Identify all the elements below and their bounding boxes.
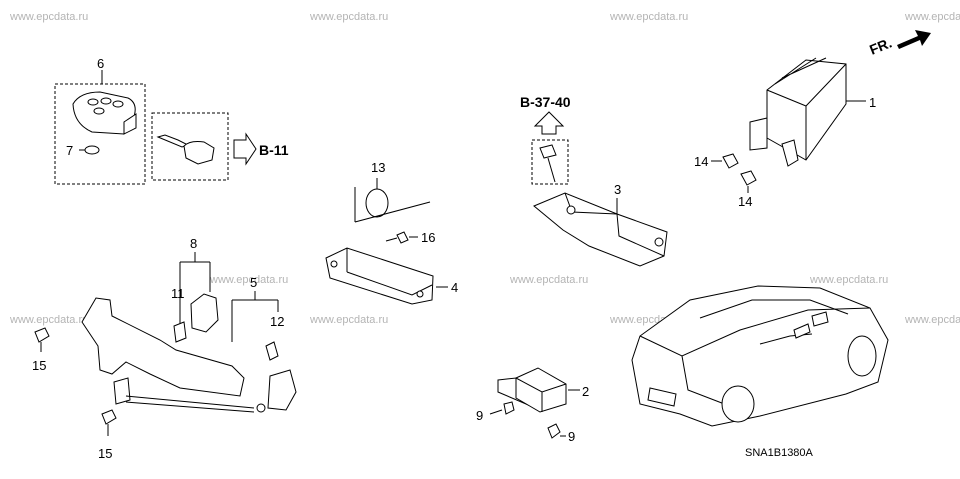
screw-9a — [503, 401, 515, 415]
ref-b3740: B-37-40 — [520, 94, 571, 110]
vehicle-location-view — [631, 285, 889, 427]
bolt — [539, 144, 557, 159]
callout-6: 6 — [97, 56, 104, 71]
ref-up-arrow-icon — [533, 111, 565, 135]
tie-ring — [365, 188, 389, 218]
watermark: www.epcdata.ru — [904, 314, 960, 326]
front-arrow-icon — [897, 30, 931, 49]
callout-1: 1 — [869, 95, 876, 110]
watermark: www.epcdata.ru — [309, 314, 388, 326]
bracket-3 — [533, 192, 668, 267]
front-direction-indicator: FR. — [867, 30, 931, 58]
watermark: www.epcdata.ru — [9, 314, 88, 326]
watermark: www.epcdata.ru — [309, 11, 388, 23]
callout-7: 7 — [66, 143, 73, 158]
key-box — [151, 112, 229, 181]
bracket-harness-group: 5 12 15 15 — [32, 275, 297, 461]
bolt-15a — [34, 327, 50, 343]
sensor-group-8: 8 11 — [171, 236, 219, 343]
keyless-remote-group: 6 7 B-11 — [54, 56, 289, 185]
screw-9b — [547, 423, 561, 439]
callout-12: 12 — [270, 314, 284, 329]
callout-14b: 14 — [738, 194, 752, 209]
sensor — [190, 293, 219, 333]
callout-2: 2 — [582, 384, 589, 399]
watermark: www.epcdata.ru — [609, 11, 688, 23]
module-2 — [515, 367, 567, 413]
callout-16: 16 — [421, 230, 435, 245]
callout-8: 8 — [190, 236, 197, 251]
callout-11: 11 — [171, 286, 185, 301]
control-unit: 1 14 14 — [694, 57, 876, 209]
bracket-3-group: B-37-40 3 — [520, 94, 668, 267]
callout-15a: 15 — [32, 358, 46, 373]
blank-key — [156, 134, 215, 165]
front-label: FR. — [867, 34, 894, 57]
callout-15b: 15 — [98, 446, 112, 461]
callout-14a: 14 — [694, 154, 708, 169]
tie-ring-group: 13 — [354, 160, 431, 223]
watermark: www.epcdata.ru — [904, 11, 960, 23]
callout-3: 3 — [614, 182, 621, 197]
nut-14b — [740, 170, 757, 186]
watermark: www.epcdata.ru — [509, 274, 588, 286]
callout-9a: 9 — [476, 408, 483, 423]
clip — [173, 321, 187, 343]
watermark: www.epcdata.ru — [809, 274, 888, 286]
bolt-15b — [101, 409, 117, 425]
battery-cell — [79, 145, 100, 155]
screw-16: 16 — [385, 230, 435, 245]
group-6-box — [54, 83, 146, 185]
ref-b11: B-11 — [259, 142, 289, 158]
watermark: www.epcdata.ru — [9, 11, 88, 23]
callout-5: 5 — [250, 275, 257, 290]
callout-13: 13 — [371, 160, 385, 175]
watermark: www.epcdata.ru — [209, 274, 288, 286]
callout-4: 4 — [451, 280, 458, 295]
ref-arrow-icon — [233, 132, 257, 166]
remote-fob — [72, 91, 137, 135]
diagram-code: SNA1B1380A — [745, 447, 814, 459]
connector — [267, 369, 297, 411]
bracket-5 — [81, 297, 245, 397]
nut-14a — [722, 153, 739, 169]
bolt-box — [531, 139, 569, 185]
callout-9b: 9 — [568, 429, 575, 444]
module-2-group: 2 9 9 — [476, 367, 589, 444]
antenna-unit: 4 — [325, 247, 458, 305]
clip-12 — [265, 341, 279, 361]
